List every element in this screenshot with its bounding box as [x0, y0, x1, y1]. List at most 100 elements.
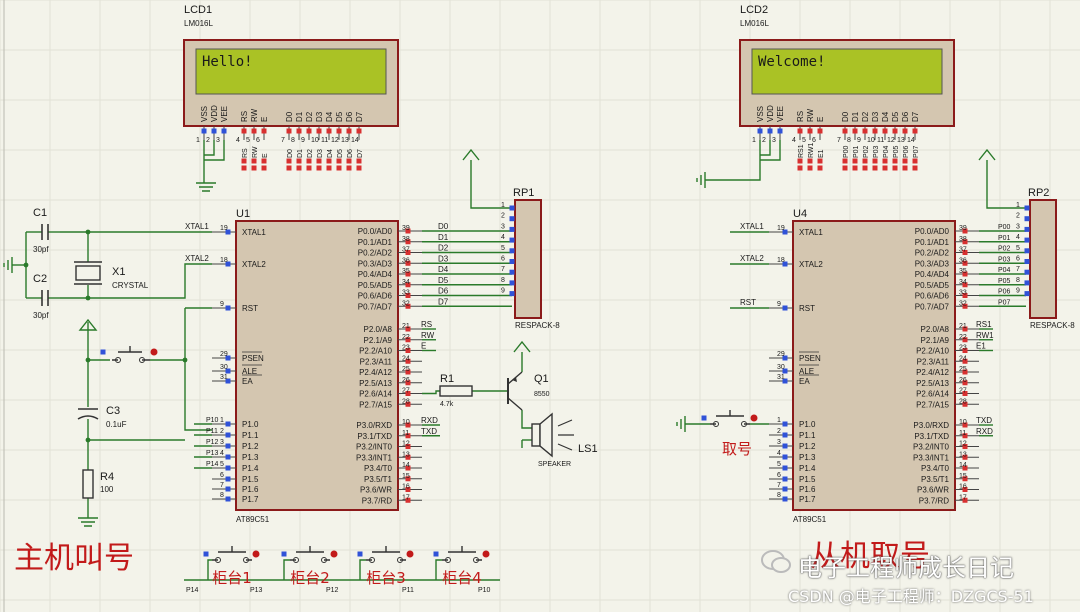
pin-marker	[241, 158, 247, 164]
u4-p0-net-label: P06	[998, 289, 1011, 296]
lcd1-pin-number: 12	[331, 137, 339, 144]
u4-pin-number: 10	[959, 419, 967, 426]
lcd1-pin-number: 5	[246, 137, 250, 144]
u4-model: AT89C51	[793, 515, 827, 524]
pin-marker	[807, 128, 813, 134]
u4-p0-net-label: P05	[998, 278, 1011, 285]
u1-pin-name: P1.3	[242, 453, 259, 462]
u4-pin-number: 12	[959, 441, 967, 448]
u1-pin-name: XTAL2	[242, 260, 266, 269]
pin-marker	[346, 165, 352, 171]
pin-marker	[306, 158, 312, 164]
lcd2-pin-number: 1	[752, 137, 756, 144]
pin-marker	[962, 401, 968, 407]
u4-pin-number: 6	[777, 472, 781, 479]
lcd2-pin-label: D7	[911, 111, 920, 122]
rp1-pin-number: 4	[501, 234, 505, 241]
u4-pin-name: P3.6/WR	[917, 486, 949, 495]
button-contact	[293, 557, 299, 563]
button-contact	[215, 557, 221, 563]
wire	[60, 263, 212, 299]
pin-marker	[509, 248, 515, 254]
u1-pin-number: 35	[402, 268, 410, 275]
u4-pin-name: P2.0/A8	[921, 325, 950, 334]
u1-pin-number: 8	[220, 492, 224, 499]
u1-pin-name: P1.1	[242, 431, 259, 440]
u1-p0-net-label: D3	[438, 254, 449, 263]
pin-marker	[962, 476, 968, 482]
u4-pin-number: 35	[959, 268, 967, 275]
rp1-pin-number: 1	[501, 202, 505, 209]
wire	[435, 559, 442, 580]
pin-marker	[962, 282, 968, 288]
pin-marker	[962, 497, 968, 503]
lcd2-pin-number: 4	[792, 137, 796, 144]
lcd1-screen	[195, 48, 387, 95]
pin-marker	[336, 158, 342, 164]
lcd1-pin-label: VSS	[200, 106, 209, 122]
rp2-pin-number: 1	[1016, 202, 1020, 209]
pin-marker	[286, 128, 292, 134]
button-contact	[713, 421, 719, 427]
pin-marker	[405, 380, 411, 386]
pin-marker	[433, 551, 439, 557]
rp1-ref: RP1	[513, 187, 534, 199]
u4-pin-number: 26	[959, 377, 967, 384]
pin-marker	[1024, 259, 1030, 264]
lcd2-pin-number: 13	[897, 137, 905, 144]
lcd2-gnd-wire	[760, 140, 771, 156]
pin-marker	[251, 165, 257, 171]
pin-marker	[405, 369, 411, 375]
lcd2-model: LM016L	[740, 19, 769, 28]
rp2-vcc-wire	[986, 160, 1026, 209]
ls1-value: SPEAKER	[538, 461, 571, 468]
c1-value: 30pf	[33, 245, 49, 254]
u1-left-net-label: XTAL2	[185, 254, 209, 263]
u1-ref: U1	[236, 208, 250, 220]
pin-marker	[316, 158, 322, 164]
lcd2-net-label: P03	[873, 145, 880, 158]
lcd2-pin-label: D3	[871, 111, 880, 122]
lcd1-pin-label: D7	[355, 111, 364, 122]
button-contact	[321, 557, 327, 563]
lcd1-screen-text: Hello!	[202, 54, 253, 70]
u1-pin-number: 22	[402, 334, 410, 341]
pin-marker	[782, 368, 788, 374]
pin-marker	[225, 368, 231, 374]
pin-marker	[509, 259, 515, 264]
pin-marker	[356, 165, 362, 171]
u1-pin-name: P2.7/A15	[359, 400, 392, 409]
pin-marker	[962, 239, 968, 245]
u1-pin-number: 9	[220, 301, 224, 308]
u1-pin-name: P2.0/A8	[364, 325, 393, 334]
pin-marker	[405, 487, 411, 492]
u1-pin-name: EA	[242, 377, 253, 386]
u4-pin-name: P3.2/INT0	[913, 443, 950, 452]
u1-p2-net-label: RS	[421, 320, 432, 329]
u4-pin-name: P0.0/AD0	[915, 227, 950, 236]
c2-ref: C2	[33, 273, 47, 285]
u1-pin-number: 28	[402, 398, 410, 405]
u4-p3-net-label: TXD	[976, 416, 992, 425]
pin-marker	[962, 380, 968, 386]
wire	[359, 559, 366, 580]
u4-pin-number: 30	[777, 364, 785, 371]
pin-marker	[852, 128, 858, 134]
u1-pin-number: 17	[402, 494, 410, 501]
button-contact	[445, 557, 451, 563]
junction-dot	[85, 229, 91, 235]
u1-pin-number: 23	[402, 345, 410, 352]
r4-value: 100	[100, 485, 114, 494]
pin-marker	[316, 128, 322, 134]
counter-net-label: P14	[186, 587, 199, 594]
u4-pin-number: 9	[777, 301, 781, 308]
u1-p0-net-label: D6	[438, 287, 449, 296]
u4-pin-name: P2.7/A15	[916, 400, 949, 409]
lcd2-pin-label: VEE	[776, 106, 785, 122]
pin-marker	[962, 433, 968, 439]
pin-marker	[225, 486, 231, 492]
pin-marker	[286, 158, 292, 164]
rp2-model: RESPACK-8	[1030, 321, 1075, 330]
u1-p0-net-label: D0	[438, 222, 449, 231]
u4-pin-name: P0.2/AD2	[915, 249, 950, 258]
